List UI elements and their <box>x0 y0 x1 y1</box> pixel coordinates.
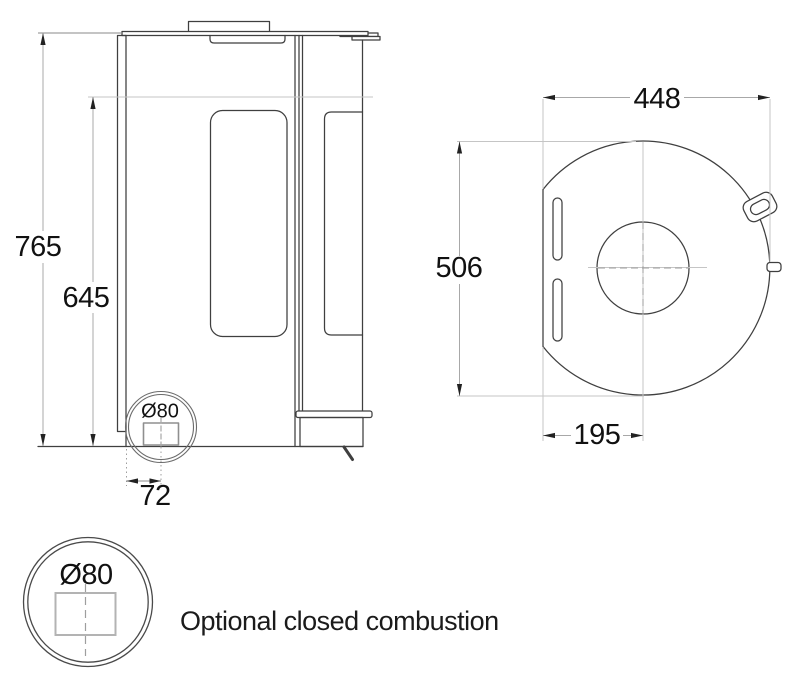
dim-448-arrow-left <box>543 94 555 101</box>
dim-506-arrow-up <box>456 141 463 154</box>
dim-765-arrow-down <box>40 434 46 446</box>
dim-72-arrow-right <box>149 478 161 484</box>
detail-outer-circle <box>22 536 154 668</box>
ash-lip-band <box>295 410 373 419</box>
dim-448-label: 448 <box>634 83 681 115</box>
side-view-stove <box>37 20 381 464</box>
dim-645-arrow-down <box>90 434 96 446</box>
dim-765-arrow-up <box>40 33 46 45</box>
inlet-callout-inner-circle <box>127 393 195 461</box>
detail-inner-circle <box>27 541 149 663</box>
base-box <box>299 416 364 448</box>
top-view-construction <box>457 99 771 441</box>
rear-slot-lower <box>552 278 563 342</box>
dim-448-arrow-right <box>758 94 770 101</box>
flue-collar <box>187 20 271 33</box>
inlet-callout-outer-circle <box>124 390 198 464</box>
top-lip-lower <box>351 35 381 41</box>
door-handle <box>742 191 778 223</box>
dim-72-arrow-left <box>126 478 138 484</box>
top-view-dimensions: 448 506 195 <box>436 83 770 451</box>
hinge-tab <box>766 261 782 273</box>
door-handle-outer <box>742 191 778 223</box>
dim-506-arrow-down <box>456 384 463 396</box>
front-leg <box>342 445 354 461</box>
dim-195-label: 195 <box>574 419 621 451</box>
rear-panel-strip <box>116 34 127 433</box>
top-recess <box>209 34 286 44</box>
dim-506-label: 506 <box>436 252 483 284</box>
rear-slot-upper <box>552 197 563 261</box>
side-inlet-diameter-label: Ø80 <box>141 401 179 423</box>
dim-765-label: 765 <box>15 231 62 263</box>
detail-caption: Optional closed combustion <box>180 606 499 636</box>
door-glass-groove <box>323 111 364 336</box>
detail-view: Ø80 Optional closed combustion <box>22 536 499 668</box>
dim-645-label: 645 <box>63 282 110 314</box>
dim-72-label: 72 <box>139 480 170 512</box>
door-handle-slot <box>749 198 771 216</box>
detail-diameter-label: Ø80 <box>59 559 112 591</box>
side-view-dimensions: 765 645 72 Ø80 <box>15 32 373 512</box>
dim-195-arrow-right <box>631 432 643 439</box>
side-window <box>209 109 288 338</box>
dim-645-arrow-up <box>90 97 96 109</box>
top-plate <box>121 30 369 37</box>
dim-195-arrow-left <box>543 432 555 439</box>
detail-inlet-rect <box>54 592 117 636</box>
